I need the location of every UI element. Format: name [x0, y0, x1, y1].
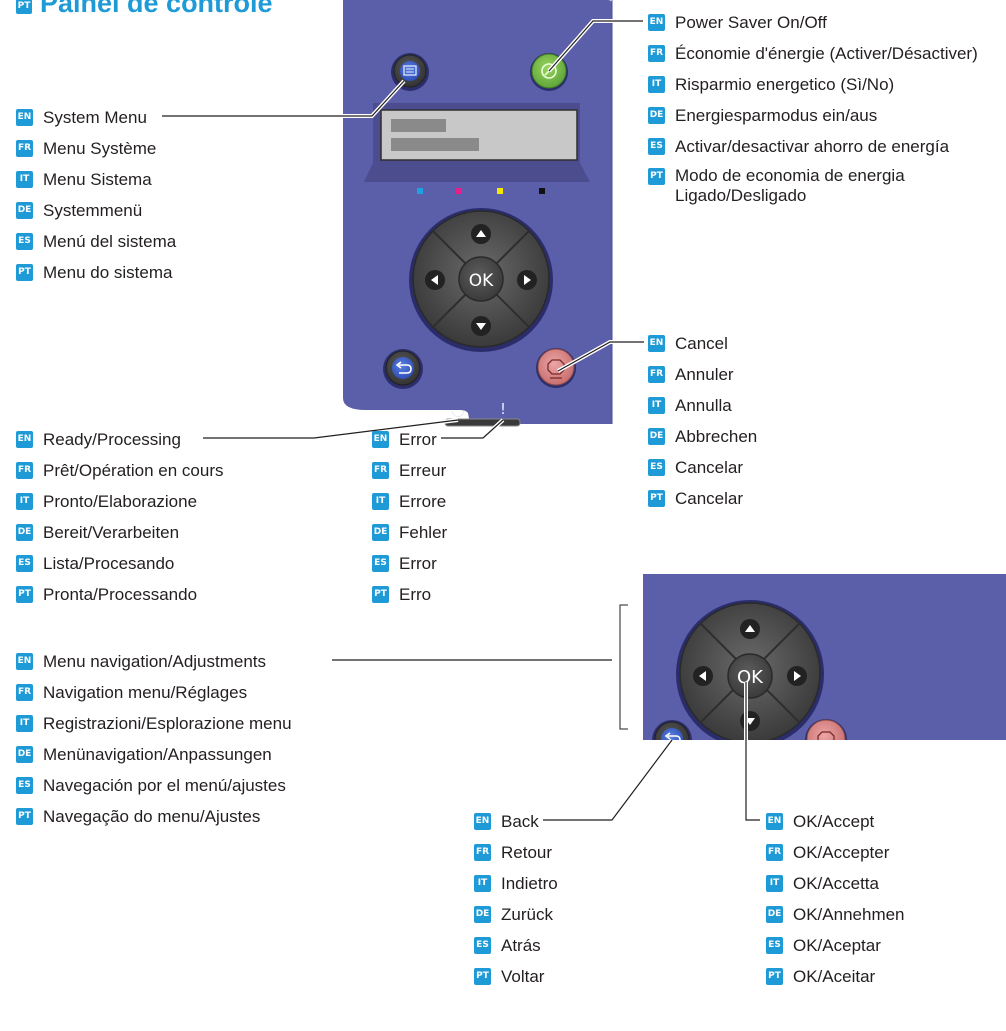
language-badge: PT	[16, 0, 32, 14]
cyan-indicator	[417, 188, 423, 194]
ok-button	[458, 256, 504, 302]
down-arrow-icon	[476, 323, 486, 330]
left-arrow-icon	[431, 275, 438, 285]
power-saver-icon	[541, 63, 557, 79]
stop-icon	[547, 359, 565, 375]
system-menu-button[interactable]	[391, 53, 429, 91]
navigation-zoom-inset	[643, 574, 1006, 740]
back-button[interactable]	[383, 349, 423, 389]
lcd-display	[380, 109, 578, 161]
error-symbol: !	[500, 400, 506, 418]
back-icon	[399, 364, 412, 374]
right-arrow-icon	[524, 275, 531, 285]
zoom-ok-label: OK	[737, 667, 764, 688]
ready-symbol: ◡	[451, 400, 465, 419]
leader-lines	[162, 19, 760, 822]
menu-icon	[403, 65, 417, 76]
bracket	[619, 604, 628, 730]
page-title: PT Painel de controle	[16, 0, 273, 19]
magenta-indicator	[456, 188, 462, 194]
up-arrow-icon	[476, 230, 486, 237]
page-title-text: Painel de controle	[40, 0, 273, 18]
cancel-button[interactable]	[536, 348, 576, 388]
navigation-pad[interactable]	[409, 208, 553, 352]
ok-label: OK	[469, 271, 494, 291]
black-indicator	[539, 188, 545, 194]
yellow-indicator	[497, 188, 503, 194]
